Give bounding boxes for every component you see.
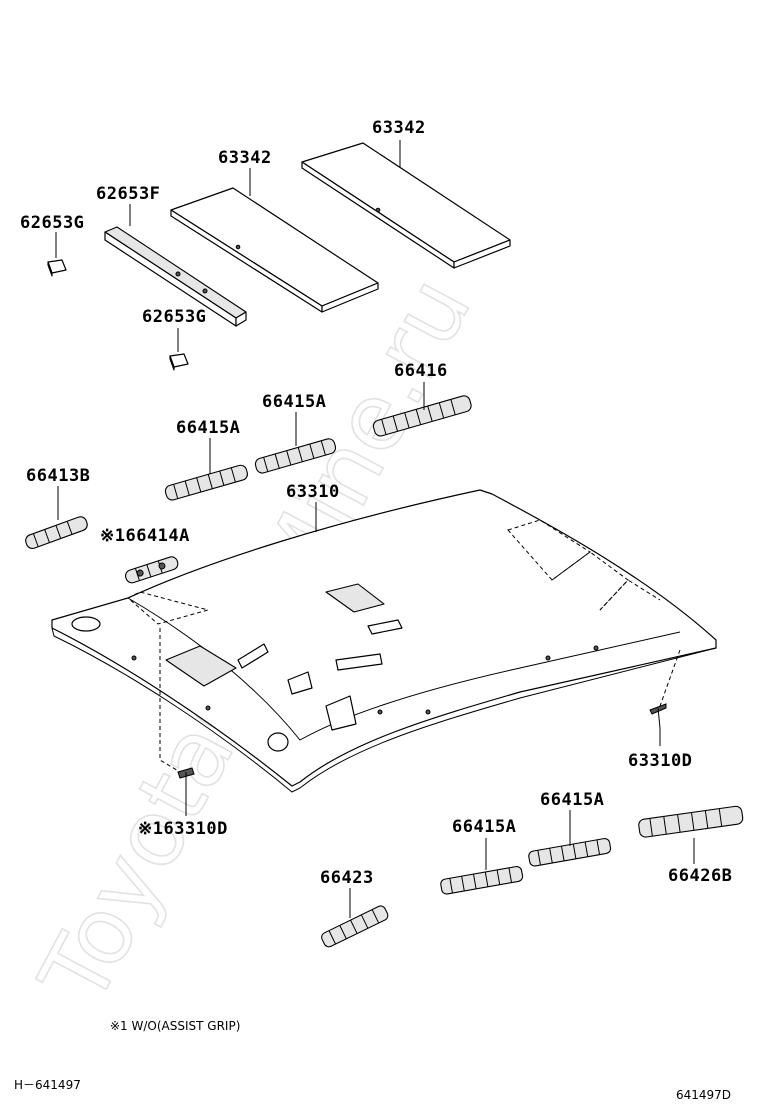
label-63310D-left: ※163310D bbox=[138, 819, 228, 839]
part-66415A-strip-lower-left bbox=[440, 866, 524, 895]
label-66414A: ※166414A bbox=[100, 526, 190, 546]
part-66415A-strip-mid bbox=[164, 464, 249, 501]
label-66416: 66416 bbox=[394, 361, 448, 381]
part-63342-right-pad bbox=[301, 142, 511, 269]
leader-63310D-left-dashed bbox=[159, 628, 181, 773]
part-66426B-strip bbox=[638, 805, 744, 838]
part-62653F-rail bbox=[104, 226, 247, 327]
part-62653G-clip-top bbox=[47, 259, 67, 277]
label-63342-right: 63342 bbox=[372, 118, 426, 138]
label-62653G-bottom: 62653G bbox=[142, 307, 206, 327]
label-66413B: 66413B bbox=[26, 466, 90, 486]
label-66415A-lower-right: 66415A bbox=[540, 790, 604, 810]
label-62653F: 62653F bbox=[96, 184, 160, 204]
label-66423: 66423 bbox=[320, 868, 374, 888]
label-66415A-mid: 66415A bbox=[176, 418, 240, 438]
label-62653G-top: 62653G bbox=[20, 213, 84, 233]
part-66413B-strip bbox=[25, 516, 88, 550]
part-63342-left-pad bbox=[170, 187, 379, 313]
part-66423-strip bbox=[321, 905, 389, 948]
part-66415A-strip-upper bbox=[254, 438, 337, 474]
label-63342-left: 63342 bbox=[218, 148, 272, 168]
label-63310D-right: 63310D bbox=[628, 751, 692, 771]
footnote-text: ※1 W/O(ASSIST GRIP) bbox=[110, 1019, 240, 1033]
part-62653G-clip-bottom bbox=[169, 353, 189, 371]
ref-code-left: H－641497 bbox=[14, 1078, 81, 1092]
label-66426B: 66426B bbox=[668, 866, 732, 886]
label-66415A-lower-left: 66415A bbox=[452, 817, 516, 837]
label-63310: 63310 bbox=[286, 482, 340, 502]
part-66414A-strip bbox=[125, 556, 179, 584]
ref-code-right: 641497D bbox=[676, 1088, 731, 1102]
part-66416-strip bbox=[372, 395, 472, 437]
part-66415A-strip-lower-right bbox=[528, 838, 612, 867]
part-63310D-clip-right bbox=[649, 703, 667, 729]
part-63310-headliner bbox=[51, 489, 717, 793]
leader-63310D-right-dashed bbox=[659, 649, 681, 707]
part-63310D-clip-left bbox=[177, 767, 195, 790]
label-66415A-upper: 66415A bbox=[262, 392, 326, 412]
